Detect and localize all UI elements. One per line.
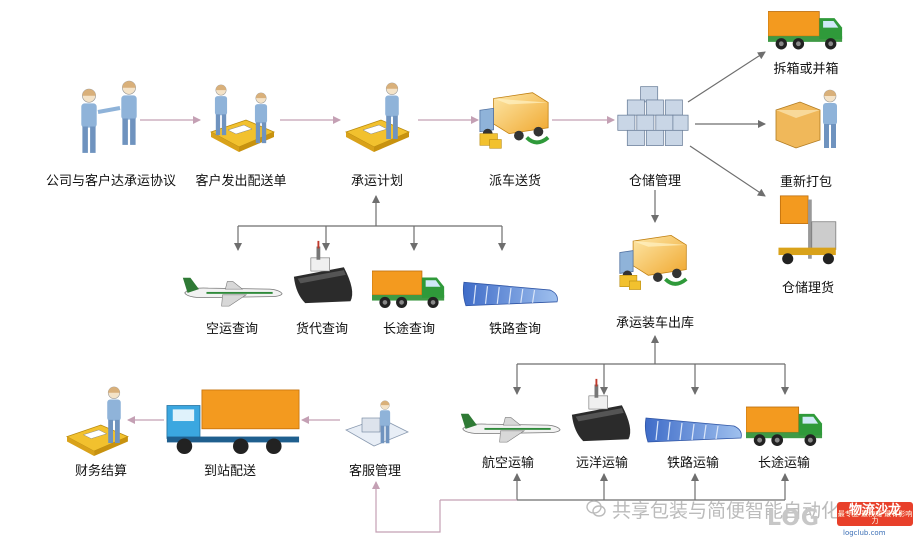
badge-text: 物流沙龙 <box>848 503 901 518</box>
badge-subtext: 最专业·最权威·最有影响力 <box>837 510 913 525</box>
arrow-warehouse-to-sort <box>689 145 766 197</box>
label-station-delivery: 到站配送 <box>203 464 257 479</box>
label-longhaul-transport: 长途运输 <box>757 456 811 471</box>
longhaul-transport-icon <box>746 406 823 447</box>
label-longhaul-query: 长途查询 <box>382 322 436 337</box>
arrow-warehouse-to-unbox <box>687 51 766 103</box>
warehouse-icon <box>617 86 689 146</box>
label-warehouse-sort: 仓储理货 <box>781 281 835 296</box>
label-dispatch: 派车送货 <box>488 174 542 189</box>
agreement-icon <box>80 80 138 154</box>
label-customer-service: 客服管理 <box>348 464 402 479</box>
label-ocean-transport: 远洋运输 <box>575 456 629 471</box>
wechat-logo-icon <box>586 500 606 517</box>
label-transport-plan: 承运计划 <box>350 174 404 189</box>
badge-url: logclub.com <box>843 529 886 537</box>
label-repack: 重新打包 <box>779 175 833 190</box>
connectors <box>127 51 789 533</box>
air-transport-icon <box>460 413 561 443</box>
delivery-order-icon <box>210 84 275 152</box>
repack-icon <box>775 89 838 149</box>
watermark-logo-letters: LOG <box>767 506 820 531</box>
label-agreement: 公司与客户达承运协议 <box>45 174 177 189</box>
forklift-icon <box>778 195 837 265</box>
rail-transport-icon <box>644 417 742 443</box>
label-load-outbound: 承运装车出库 <box>615 316 695 331</box>
watermark-text: 共享包装与简便智能自动化 <box>612 500 841 522</box>
station-delivery-icon <box>166 389 300 455</box>
transport-plan-icon <box>345 82 410 152</box>
ocean-transport-icon <box>571 378 631 442</box>
label-air-query: 空运查询 <box>205 322 259 337</box>
load-outbound-icon <box>617 233 689 292</box>
label-delivery-order: 客户发出配送单 <box>195 174 287 189</box>
return-to-service <box>372 481 441 533</box>
finance-icon <box>66 386 129 456</box>
longhaul-query-icon <box>372 270 445 309</box>
logclub-badge: 物流沙龙 最专业·最权威·最有影响力 <box>837 502 913 526</box>
unbox-truck-icon <box>768 10 843 50</box>
rail-query-icon <box>462 281 559 307</box>
label-rail-transport: 铁路运输 <box>666 456 720 471</box>
label-air-transport: 航空运输 <box>481 456 535 471</box>
label-finance: 财务结算 <box>74 464 128 479</box>
customer-service-icon <box>345 400 409 447</box>
label-unbox-combine: 拆箱或并箱 <box>773 62 839 77</box>
label-rail-query: 铁路查询 <box>488 322 542 337</box>
label-warehouse-mgmt: 仓储管理 <box>628 174 682 189</box>
dispatch-icon <box>477 90 551 150</box>
label-freight-query: 货代查询 <box>295 322 349 337</box>
freight-query-icon <box>293 240 353 304</box>
air-query-icon <box>182 277 283 307</box>
